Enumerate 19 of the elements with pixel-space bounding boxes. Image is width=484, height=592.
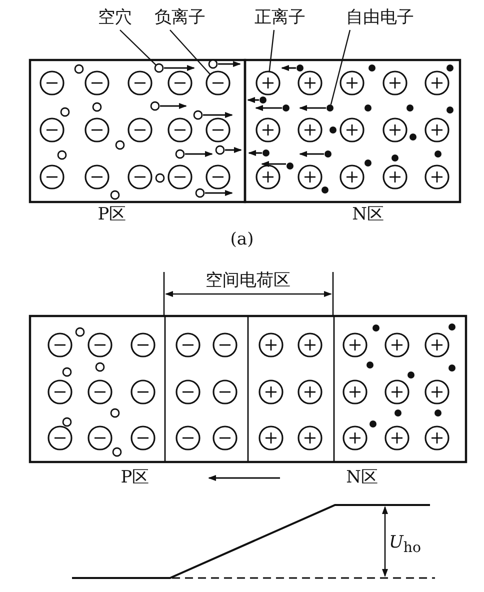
figure-label: (a) [230,230,254,250]
part-label: 自由电子 [346,8,414,28]
region-label: P区 [120,468,150,488]
part-label: 负离子 [154,8,206,28]
positive-ion-icon [256,70,280,96]
part-label: 空穴 [98,8,132,28]
hole-icon [154,63,164,73]
region-label: N区 [346,468,378,488]
electron-icon [326,104,334,112]
negative-ion-icon [206,70,230,96]
leader-line [330,30,351,105]
leader-line [170,30,211,75]
region-label: P区 [98,206,126,224]
leader-line [120,30,157,66]
part-label: 正离子 [254,8,306,28]
region-label: N区 [352,206,384,224]
voltage-label: U$_{ho}$ [389,534,421,556]
region-label: 空间电荷区 [206,272,290,290]
leader-line [268,30,275,72]
